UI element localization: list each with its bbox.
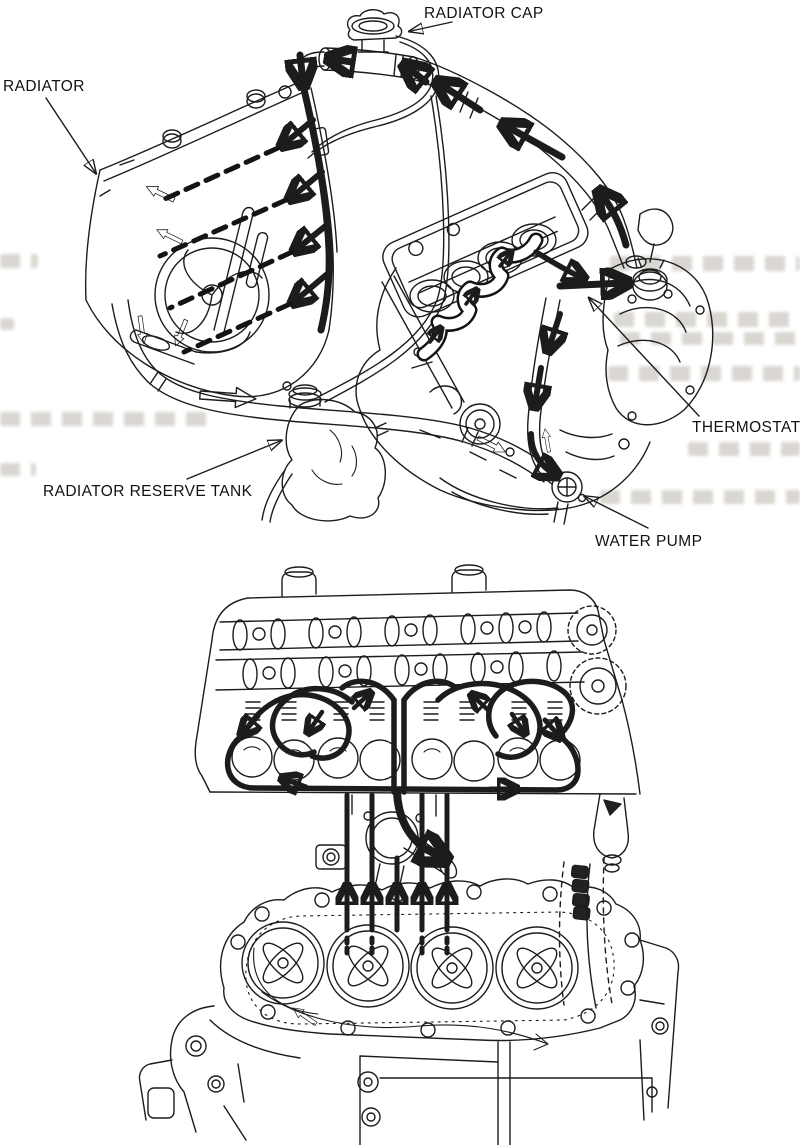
head-coolant-flow-path xyxy=(224,678,581,792)
cam-cover-flow-path xyxy=(416,232,624,362)
water-pump-illustration xyxy=(546,469,587,525)
thermostat-leader-arrow xyxy=(590,299,700,417)
radiator-cap-leader-arrow xyxy=(411,21,453,31)
pump-outlet-flow-arrow xyxy=(393,788,443,858)
print-bleedthrough-line xyxy=(600,490,800,504)
print-bleedthrough-line xyxy=(688,442,800,456)
upper-hose-flow-arrows xyxy=(332,59,630,249)
reserve-tank-illustration xyxy=(261,381,389,523)
print-bleedthrough-line xyxy=(614,312,800,327)
block-to-head-flow-arrows xyxy=(347,788,447,961)
print-bleedthrough-line xyxy=(0,318,14,330)
print-bleedthrough-line xyxy=(620,332,800,345)
thermostat-label: THERMOSTAT xyxy=(692,419,800,436)
thermostat-illustration xyxy=(625,255,673,304)
lower-radiator-hose xyxy=(111,299,553,483)
water-pump-label: WATER PUMP xyxy=(595,533,702,550)
radiator-flow-arrows xyxy=(155,51,333,355)
radiator-illustration xyxy=(84,79,338,398)
coolant-joint-housing xyxy=(315,794,458,885)
fan-air-outline-arrow xyxy=(154,224,185,247)
radiator-cap-label: RADIATOR CAP xyxy=(424,5,544,22)
top-diagram-labels: RADIATOR CAP RADIATOR THERMOSTAT RADIATO… xyxy=(3,5,800,550)
reserve-tank-label: RADIATOR RESERVE TANK xyxy=(43,483,253,500)
cylinder-block-illustration xyxy=(138,857,680,1145)
return-pipe-flow-arrows xyxy=(531,311,560,474)
print-bleedthrough-line xyxy=(0,463,36,476)
radiator-cap-illustration xyxy=(298,9,420,83)
water-pump-leader-arrow xyxy=(586,497,649,529)
block-outline-arrow xyxy=(289,1003,320,1029)
print-bleedthrough-line xyxy=(0,412,208,426)
pipe-outline-arrow xyxy=(540,427,554,454)
radiator-leader-arrow xyxy=(45,97,95,172)
print-bleedthrough-line xyxy=(0,254,38,268)
lower-hose-outline-arrow xyxy=(475,432,509,458)
reserve-tank-leader-arrow xyxy=(186,441,280,480)
radiator-label: RADIATOR xyxy=(3,78,85,95)
cylinder-head-flow-diagram xyxy=(138,564,680,1145)
cooling-system-overview-diagram: RADIATOR CAP RADIATOR THERMOSTAT RADIATO… xyxy=(3,5,800,550)
